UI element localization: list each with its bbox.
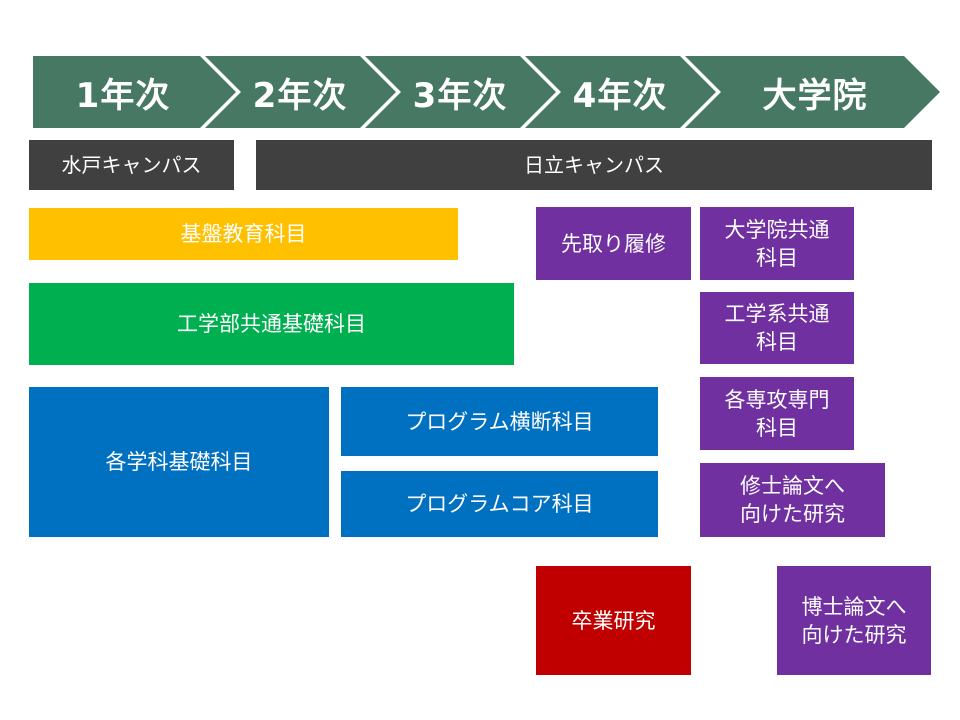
course-graduation-research: 卒業研究 — [536, 566, 691, 675]
stage-label-graduate: 大学院 — [762, 75, 868, 116]
campus-hitachi: 日立キャンパス — [256, 140, 932, 190]
course-eng-common: 工学系共通 科目 — [700, 292, 854, 364]
course-basic-education: 基盤教育科目 — [29, 208, 458, 260]
stage-label-year-4: 4年次 — [572, 75, 668, 116]
course-program-core: プログラムコア科目 — [341, 471, 658, 537]
arrow-year-2 — [205, 56, 396, 128]
course-department-basic: 各学科基礎科目 — [29, 387, 329, 537]
course-advance-course: 先取り履修 — [536, 207, 691, 280]
arrow-year-1 — [33, 56, 236, 128]
course-engineering-common: 工学部共通基礎科目 — [29, 283, 514, 365]
course-grad-common: 大学院共通 科目 — [700, 207, 854, 280]
course-master-thesis: 修士論文へ 向けた研究 — [700, 463, 885, 537]
arrow-year-3 — [365, 56, 556, 128]
timeline-arrows — [33, 56, 940, 128]
stage-label-year-3: 3年次 — [412, 75, 508, 116]
course-doctoral-thesis: 博士論文へ 向けた研究 — [777, 566, 931, 675]
course-program-cross: プログラム横断科目 — [341, 387, 658, 456]
stage-label-year-1: 1年次 — [75, 75, 171, 116]
stage-label-year-2: 2年次 — [252, 75, 348, 116]
campus-mito: 水戸キャンパス — [29, 140, 234, 190]
arrow-graduate — [685, 56, 940, 128]
course-major-specialized: 各専攻専門 科目 — [700, 377, 854, 450]
arrow-year-4 — [525, 56, 716, 128]
